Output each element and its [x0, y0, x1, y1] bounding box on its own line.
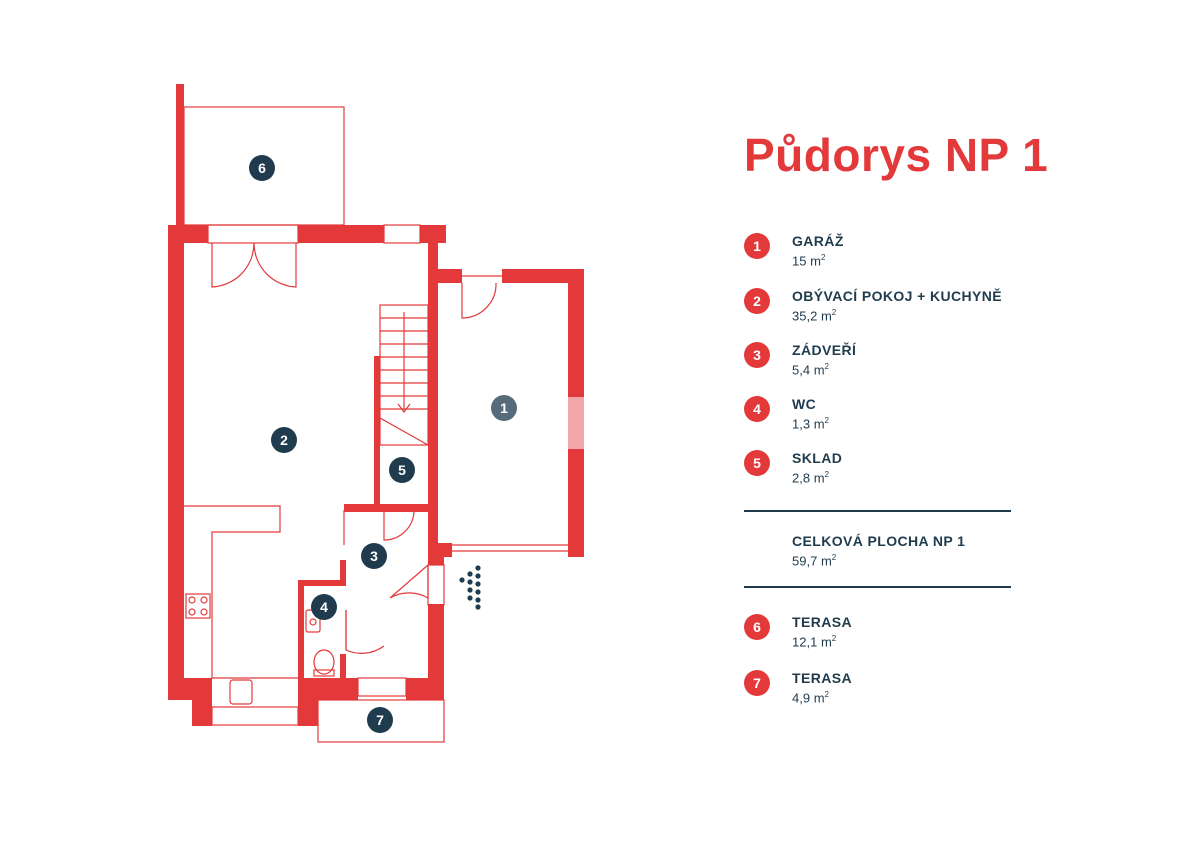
room-area: 35,2 m2 [792, 308, 837, 324]
room-name: TERASA [792, 670, 852, 686]
room-area: 4,9 m2 [792, 690, 829, 706]
legend-item: 7 TERASA 4,9 m2 [744, 670, 1044, 714]
marker-room-2: 2 [271, 427, 297, 453]
room-area: 12,1 m2 [792, 634, 837, 650]
svg-text:2: 2 [280, 432, 288, 448]
page-title: Půdorys NP 1 [744, 129, 1049, 181]
room-number-badge: 4 [744, 396, 770, 422]
svg-text:1: 1 [500, 400, 508, 416]
room-name: ZÁDVEŘÍ [792, 342, 857, 358]
marker-room-6: 6 [249, 155, 275, 181]
room-name: TERASA [792, 614, 852, 630]
svg-text:7: 7 [376, 712, 384, 728]
marker-room-1: 1 [491, 395, 517, 421]
marker-room-4: 4 [311, 594, 337, 620]
room-name: WC [792, 396, 817, 412]
room-number-badge: 3 [744, 342, 770, 368]
divider [744, 586, 1011, 588]
room-area: 2,8 m2 [792, 470, 829, 486]
room-number-badge: 1 [744, 233, 770, 259]
room-name: OBÝVACÍ POKOJ + KUCHYNĚ [792, 288, 1003, 304]
room-area: 15 m2 [792, 253, 826, 269]
room-area: 1,3 m2 [792, 416, 829, 432]
legend-item: 3 ZÁDVEŘÍ 5,4 m2 [744, 342, 1044, 386]
legend-item: 1 GARÁŽ 15 m2 [744, 233, 1044, 277]
room-number-badge: 7 [744, 670, 770, 696]
svg-text:6: 6 [258, 160, 266, 176]
entrance-dots [459, 565, 481, 610]
room-markers: 1 2 3 4 5 6 7 [249, 155, 517, 733]
total-area-label: CELKOVÁ PLOCHA NP 1 [792, 533, 966, 549]
legend-total: CELKOVÁ PLOCHA NP 1 59,7 m2 [744, 533, 1044, 577]
room-name: GARÁŽ [792, 233, 844, 249]
floor-plan: 1 2 3 4 5 6 7 [168, 84, 584, 743]
room-name: SKLAD [792, 450, 843, 466]
walls [168, 84, 584, 726]
legend-item: 2 OBÝVACÍ POKOJ + KUCHYNĚ 35,2 m2 [744, 288, 1044, 332]
room-number-badge: 2 [744, 288, 770, 314]
divider [744, 510, 1011, 512]
total-area-value: 59,7 m2 [792, 553, 837, 569]
legend-item: 5 SKLAD 2,8 m2 [744, 450, 1044, 494]
marker-room-3: 3 [361, 543, 387, 569]
fixtures [183, 106, 568, 743]
svg-text:3: 3 [370, 548, 378, 564]
legend-item: 4 WC 1,3 m2 [744, 396, 1044, 440]
room-area: 5,4 m2 [792, 362, 829, 378]
marker-room-7: 7 [367, 707, 393, 733]
svg-text:4: 4 [320, 599, 328, 615]
svg-text:5: 5 [398, 462, 406, 478]
legend-item: 6 TERASA 12,1 m2 [744, 614, 1044, 658]
glazing [568, 397, 584, 449]
room-number-badge: 6 [744, 614, 770, 640]
marker-room-5: 5 [389, 457, 415, 483]
room-number-badge: 5 [744, 450, 770, 476]
